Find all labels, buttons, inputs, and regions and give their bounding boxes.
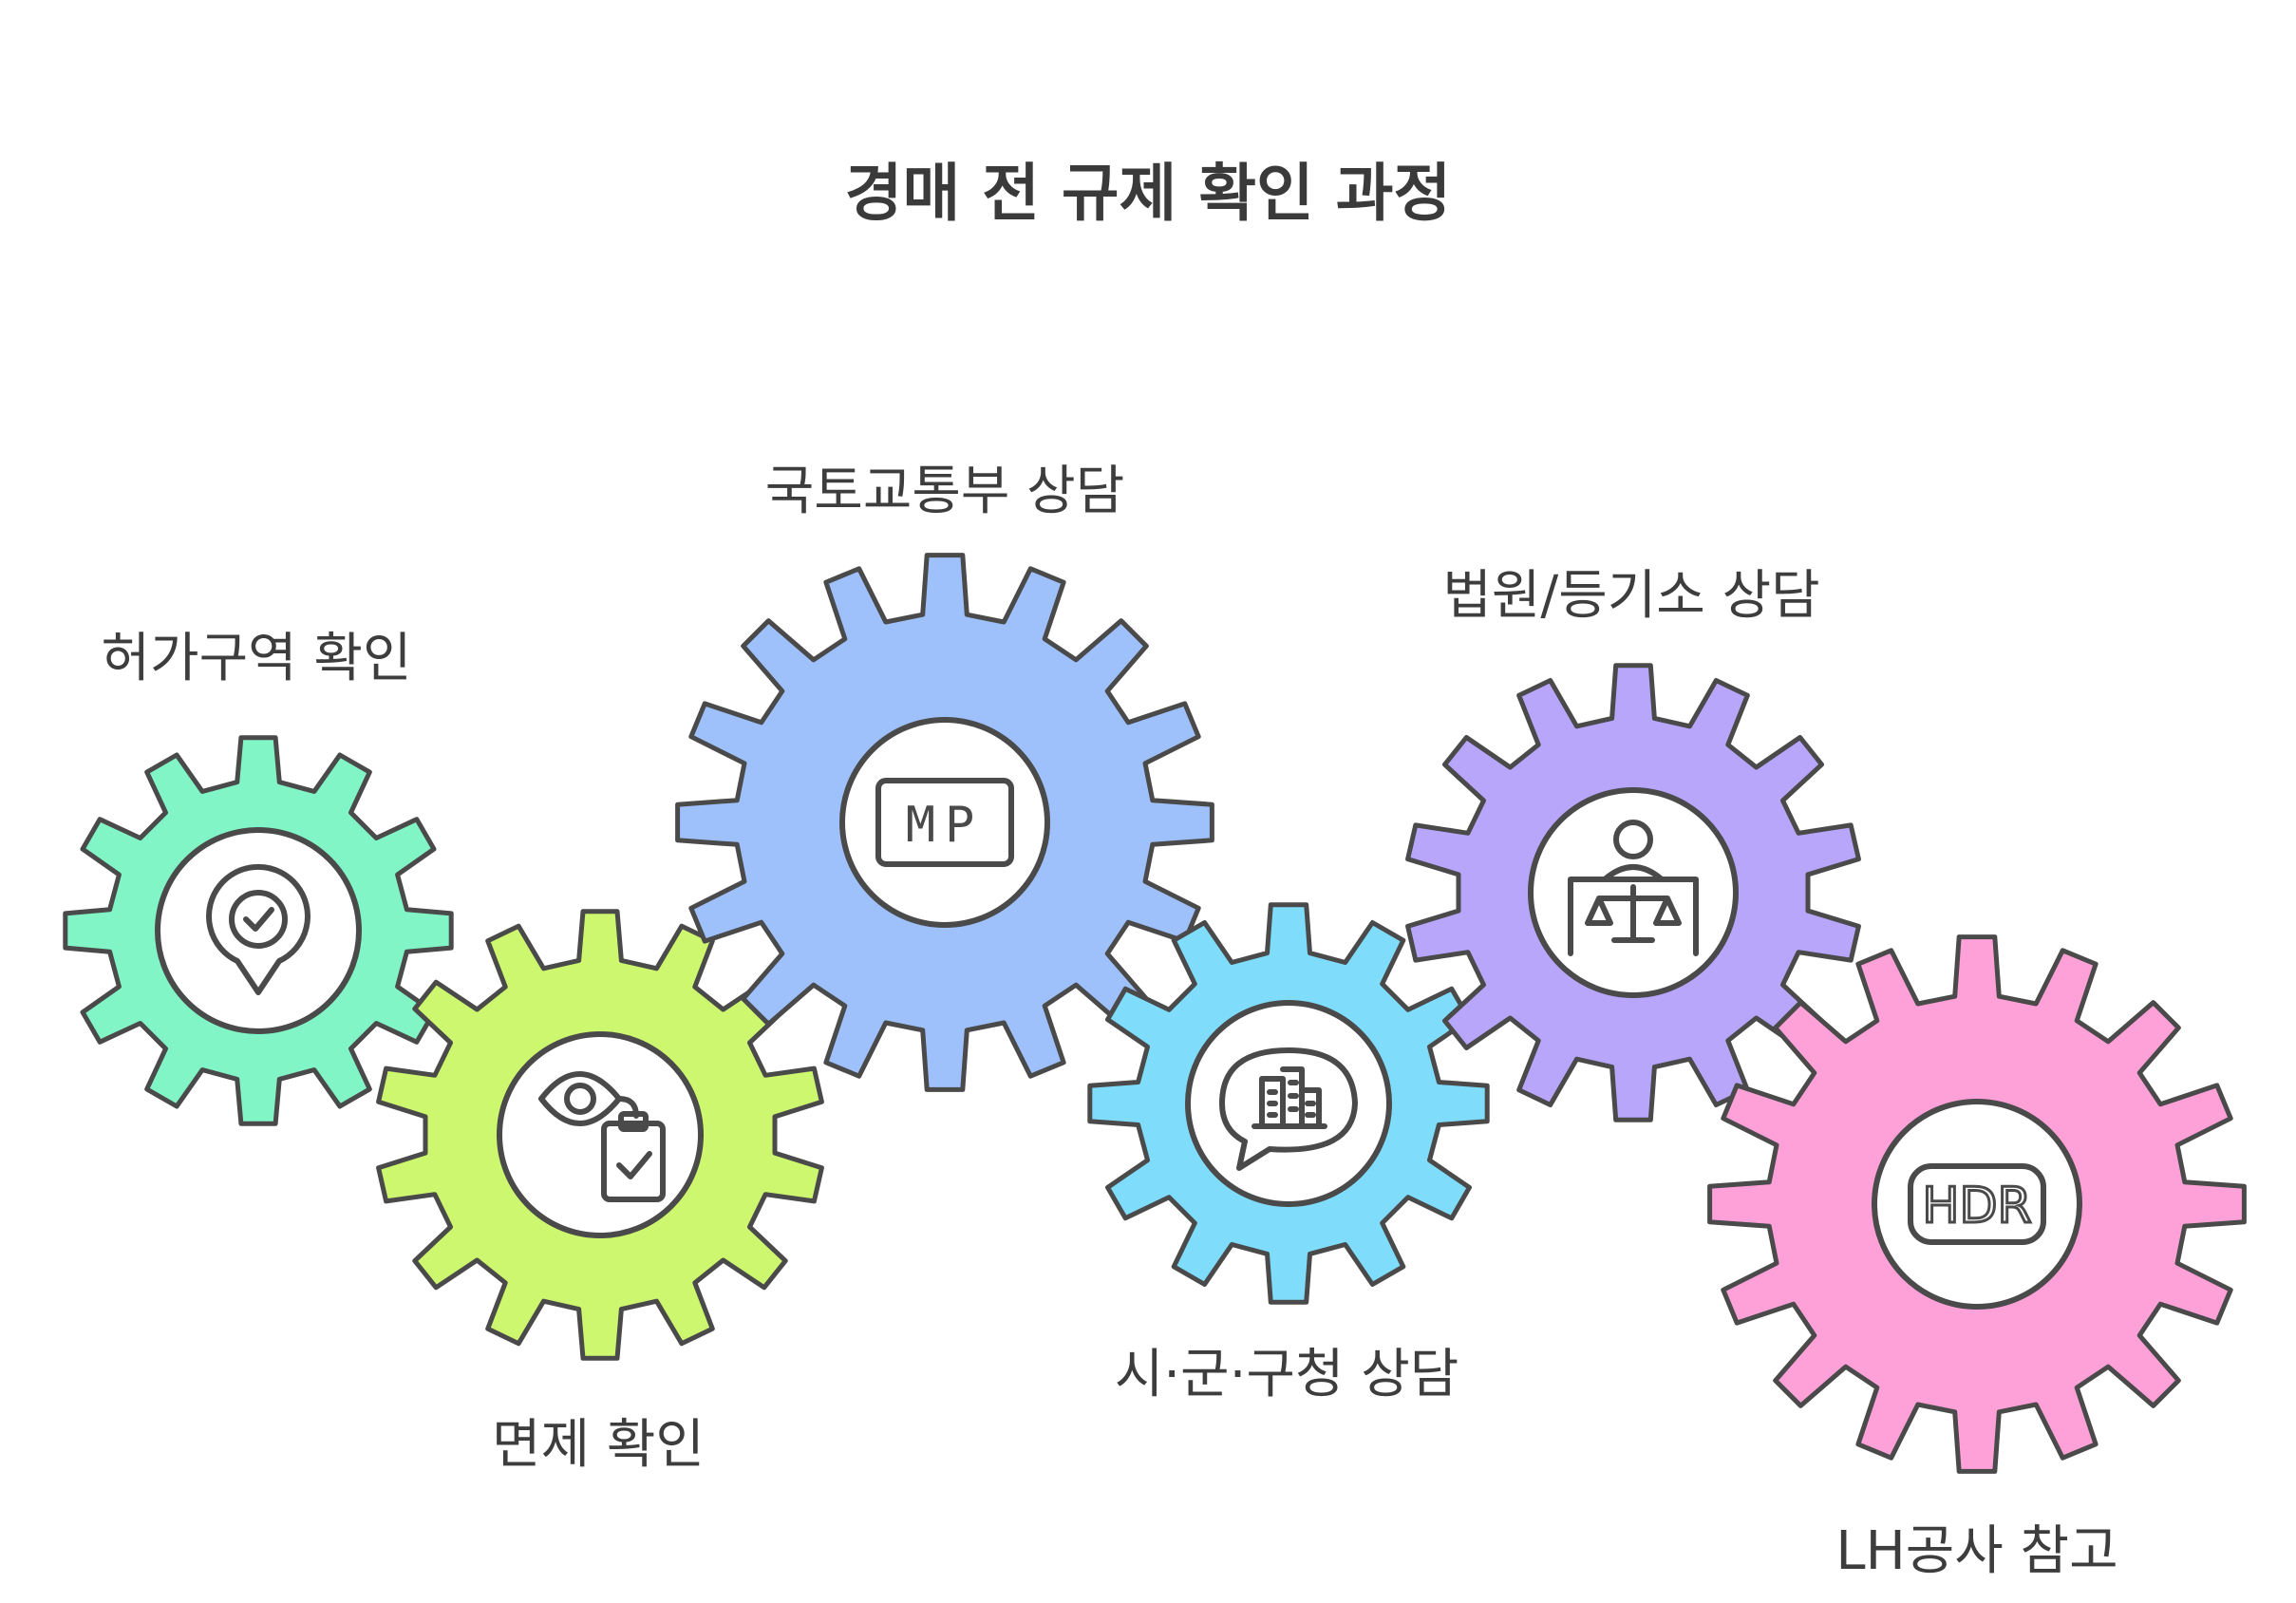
step-label-4: 시·군·구청 상담 <box>1114 1344 1459 1405</box>
gear-4 <box>1087 902 1490 1305</box>
step-label-1: 허가구역 확인 <box>101 628 412 689</box>
step-label-6: LH공사 참고 <box>1835 1520 2118 1582</box>
gear-hub-3 <box>839 717 1050 928</box>
step-label-3: 국토교통부 상담 <box>764 461 1125 522</box>
step-label-2: 면제 확인 <box>492 1414 705 1476</box>
gear-6: HDR <box>1707 934 2247 1474</box>
eye-clipboard-check-icon <box>538 1071 666 1202</box>
gear-hub-4 <box>1185 1000 1392 1207</box>
svg-text:MP: MP <box>906 797 985 854</box>
hdr-badge-icon: HDR <box>1908 1163 2046 1245</box>
svg-text:HDR: HDR <box>1922 1178 2031 1235</box>
gear-2 <box>376 909 824 1361</box>
gear-1 <box>63 735 454 1126</box>
gear-hub-1 <box>155 827 362 1034</box>
gear-3: MP <box>675 553 1214 1092</box>
judge-scales-icon <box>1568 820 1699 956</box>
gear-5 <box>1405 663 1861 1122</box>
gear-hub-2 <box>497 1031 704 1238</box>
step-label-5: 법원/등기소 상담 <box>1442 565 1820 627</box>
gear-hub-6 <box>1872 1099 2082 1310</box>
diagram-title: 경매 전 규제 확인 과정 <box>844 157 1452 230</box>
building-speech-icon <box>1219 1047 1358 1171</box>
mp-badge-icon: MP <box>875 778 1014 867</box>
location-check-icon <box>206 863 311 995</box>
